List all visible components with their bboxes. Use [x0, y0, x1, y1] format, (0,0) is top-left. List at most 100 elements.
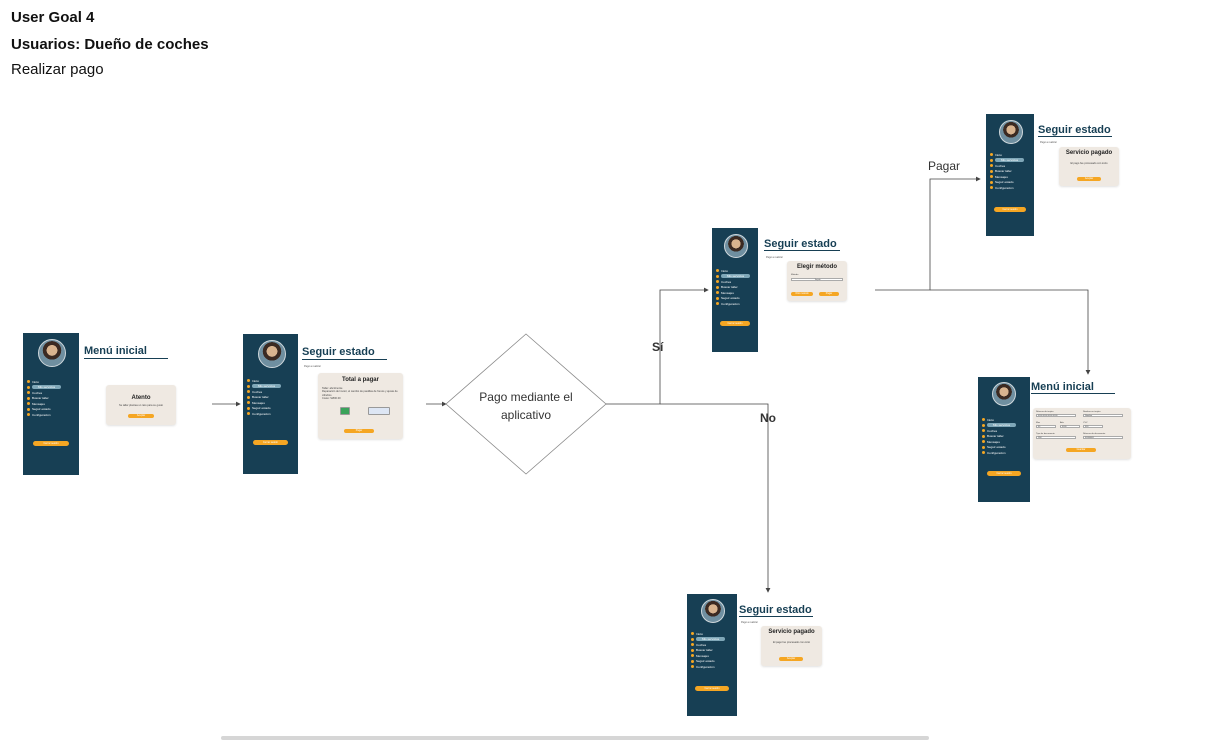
- doc-number-field[interactable]: 00000000: [1083, 436, 1123, 439]
- accept-button[interactable]: Aceptar: [128, 414, 154, 418]
- nav-icon: [247, 412, 250, 416]
- nav-item[interactable]: Seguir estado: [23, 407, 79, 413]
- nav-item[interactable]: Seguir estado: [243, 406, 298, 412]
- nav-icon: [716, 291, 719, 295]
- screen-seguir-estado-metodo: Inicio Mis servicios Coches Buscar talle…: [712, 228, 852, 352]
- nav-item[interactable]: Coches: [23, 390, 79, 396]
- nav-item[interactable]: Mis servicios: [712, 274, 758, 280]
- nav-icon: [27, 407, 30, 411]
- nav-item[interactable]: Coches: [243, 389, 298, 395]
- screen-subtitle: Pago a realizar: [766, 256, 783, 259]
- decision-diamond: [445, 333, 607, 475]
- nav-item[interactable]: Coches: [978, 428, 1030, 434]
- nav-item[interactable]: Inicio: [687, 631, 737, 637]
- nav-item[interactable]: Mensajes: [687, 653, 737, 659]
- nav-item[interactable]: Mensajes: [23, 401, 79, 407]
- accept-button[interactable]: Aceptar: [779, 657, 803, 661]
- nav-icon: [990, 175, 993, 179]
- screen-subtitle: Pago a realizar: [741, 621, 758, 624]
- title-underline: [1038, 136, 1112, 137]
- cash-icon[interactable]: [340, 407, 350, 415]
- nav-item[interactable]: Configuración: [243, 411, 298, 417]
- nav-item[interactable]: Mis servicios: [687, 637, 737, 643]
- doc-type-field[interactable]: DNI: [1036, 436, 1076, 439]
- nav-item[interactable]: Buscar taller: [687, 648, 737, 654]
- nav-item[interactable]: Seguir estado: [986, 180, 1034, 186]
- nav-item[interactable]: Mis servicios: [986, 158, 1034, 164]
- nav-item[interactable]: Buscar taller: [23, 396, 79, 402]
- nav-item[interactable]: Seguir estado: [978, 445, 1030, 451]
- nav-item[interactable]: Mis servicios: [978, 423, 1030, 429]
- card-name-field[interactable]: Nombre: [1083, 414, 1123, 417]
- nav-item[interactable]: Configuración: [23, 412, 79, 418]
- month-field[interactable]: 00: [1036, 425, 1056, 428]
- logout-button[interactable]: Cerrar sesión: [987, 471, 1021, 476]
- nav-item[interactable]: Mensajes: [712, 290, 758, 296]
- edge-to-card-form: [930, 289, 1091, 375]
- logout-button[interactable]: Cerrar sesión: [720, 321, 750, 326]
- nav-icon: [982, 418, 985, 422]
- nav-icon: [716, 280, 719, 284]
- method-select[interactable]: Tarjeta: [791, 278, 843, 281]
- label-card-name: Nombre en tarjeta: [1083, 411, 1101, 413]
- nav-item[interactable]: Inicio: [712, 268, 758, 274]
- nav-item[interactable]: Mis servicios: [243, 384, 298, 390]
- cvv-field[interactable]: 000: [1083, 425, 1103, 428]
- sidebar: Inicio Mis servicios Coches Buscar talle…: [23, 333, 79, 475]
- screen-title: Seguir estado: [1038, 124, 1111, 136]
- title-underline: [739, 616, 813, 617]
- nav-item[interactable]: Mensajes: [986, 174, 1034, 180]
- nav-item[interactable]: Coches: [712, 279, 758, 285]
- sidebar: Inicio Mis servicios Coches Buscar talle…: [687, 594, 737, 716]
- logout-button[interactable]: Cerrar sesión: [994, 207, 1026, 212]
- nav-item[interactable]: Seguir estado: [712, 296, 758, 302]
- pay-button[interactable]: Pagar: [344, 429, 374, 433]
- method-label: Método: [791, 274, 799, 276]
- nav-item[interactable]: Seguir estado: [687, 659, 737, 665]
- nav-item[interactable]: Mis servicios: [23, 385, 79, 391]
- card-title: Atento: [131, 395, 151, 401]
- label-card-number: Número de tarjeta: [1036, 411, 1054, 413]
- pay-button[interactable]: Pagar: [819, 292, 839, 296]
- save-button[interactable]: Guardar: [1066, 448, 1096, 452]
- nav-icon: [27, 413, 30, 417]
- screen-title: Seguir estado: [764, 238, 837, 250]
- nav-item[interactable]: Mensajes: [243, 400, 298, 406]
- alert-card: Atento Su taller plantea un rato para su…: [106, 385, 176, 425]
- nav-item[interactable]: Buscar taller: [243, 395, 298, 401]
- nav-item[interactable]: Mensajes: [978, 439, 1030, 445]
- nav-item[interactable]: Buscar taller: [978, 434, 1030, 440]
- accept-button[interactable]: Aceptar: [1077, 177, 1101, 181]
- paid-card: Servicio pagado El pago fue procesado co…: [1059, 147, 1119, 186]
- card-number-field[interactable]: 0000 0000 0000 0000: [1036, 414, 1076, 417]
- nav-item[interactable]: Buscar taller: [986, 169, 1034, 175]
- year-field[interactable]: 0000: [1060, 425, 1080, 428]
- nav-item[interactable]: Inicio: [986, 152, 1034, 158]
- nav-item[interactable]: Inicio: [978, 417, 1030, 423]
- nav-item[interactable]: Coches: [986, 163, 1034, 169]
- card-title: Total a pagar: [342, 377, 379, 383]
- nav-item[interactable]: Inicio: [23, 379, 79, 385]
- logout-button[interactable]: Cerrar sesión: [253, 440, 288, 445]
- nav-item[interactable]: Configuración: [712, 301, 758, 307]
- avatar: [992, 382, 1016, 406]
- avatar: [701, 599, 725, 623]
- nav-item[interactable]: Inicio: [243, 378, 298, 384]
- nav-icon: [982, 445, 985, 449]
- nav-item[interactable]: Coches: [687, 642, 737, 648]
- nav-item[interactable]: Configuración: [687, 664, 737, 670]
- card-brands-icon[interactable]: [368, 407, 390, 415]
- horizontal-scrollbar[interactable]: [221, 736, 929, 740]
- logout-button[interactable]: Cerrar sesión: [33, 441, 69, 446]
- screen-title: Seguir estado: [739, 604, 812, 616]
- logout-button[interactable]: Cerrar sesión: [695, 686, 729, 691]
- nav-icon: [990, 158, 993, 162]
- nav-item[interactable]: Configuración: [978, 450, 1030, 456]
- other-method-button[interactable]: Otro método: [791, 292, 813, 296]
- nav-icon: [990, 180, 993, 184]
- label-doc-number: Número de documento: [1083, 433, 1106, 435]
- nav-item[interactable]: Configuración: [986, 185, 1034, 191]
- sidebar: Inicio Mis servicios Coches Buscar talle…: [978, 377, 1030, 502]
- nav-item[interactable]: Buscar taller: [712, 285, 758, 291]
